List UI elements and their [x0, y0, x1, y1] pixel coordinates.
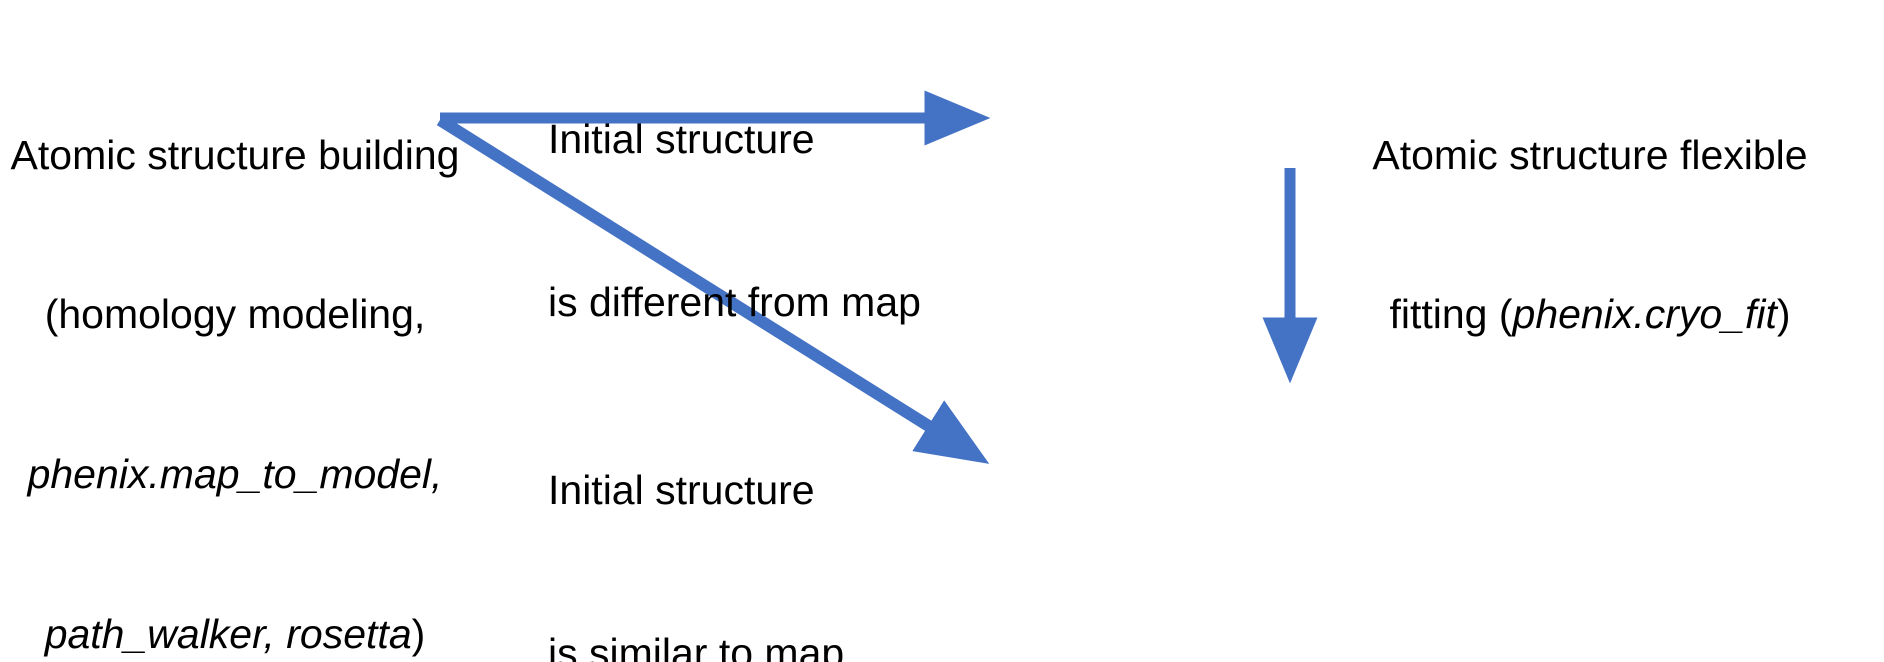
- node-building-line-1: Atomic structure building: [10, 131, 460, 178]
- node-fitting-line-2: fitting (phenix.cryo_fit): [1300, 288, 1880, 341]
- edge-label-similar-line-1: Initial structure: [548, 467, 815, 514]
- node-building-line-4-tail: ): [411, 611, 426, 658]
- node-building-line-2: (homology modeling,: [44, 291, 426, 338]
- edge-label-similar-line-2: is similar to map: [548, 629, 845, 662]
- node-fitting-line-1: Atomic structure flexible: [1372, 131, 1808, 178]
- edge-label-different-line-1: Initial structure: [548, 116, 815, 163]
- node-atomic-structure-refinement: Atomic structure refinement (phenix.real…: [1272, 548, 1884, 662]
- node-fitting-line-2-head: fitting (: [1389, 291, 1513, 338]
- node-atomic-structure-building: Atomic structure building (homology mode…: [0, 22, 470, 662]
- node-building-line-3: phenix.map_to_model,: [27, 451, 443, 498]
- edge-label-different-line-2: is different from map: [548, 278, 921, 325]
- node-building-line-4-italic: path_walker, rosetta: [44, 611, 412, 658]
- edge-label-initial-structure-different: Initial structure is different from map: [548, 4, 948, 437]
- node-building-line-4: path_walker, rosetta): [0, 608, 470, 661]
- node-atomic-structure-flexible-fitting: Atomic structure flexible fitting (pheni…: [1300, 22, 1880, 448]
- node-fitting-line-2-italic: phenix.cryo_fit: [1512, 291, 1777, 338]
- node-refinement-line-1: Atomic structure refinement: [1272, 655, 1884, 662]
- edge-label-initial-structure-similar: Initial structure is similar to map: [548, 355, 948, 662]
- node-fitting-line-2-tail: ): [1776, 291, 1791, 338]
